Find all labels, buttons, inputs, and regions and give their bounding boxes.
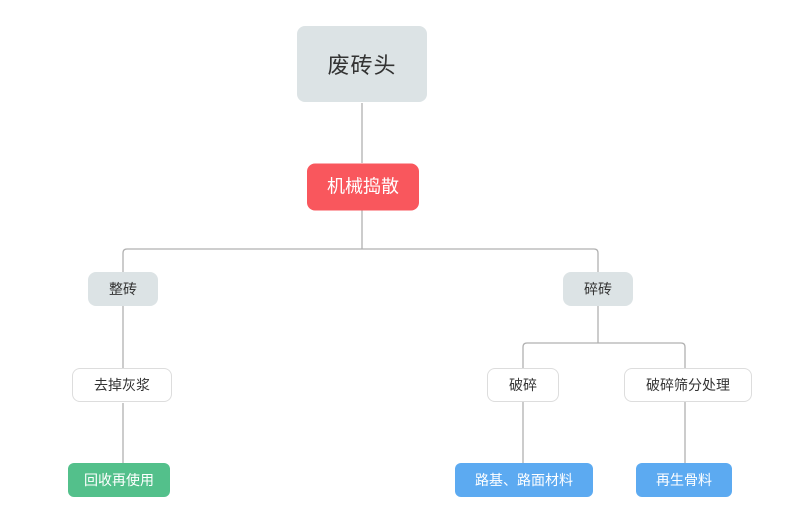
node-whole-brick[interactable]: 整砖 <box>88 272 158 306</box>
edge-mechanical-split <box>122 248 599 272</box>
node-recycled-aggregate[interactable]: 再生骨料 <box>636 463 732 497</box>
node-waste-brick[interactable]: 废砖头 <box>297 26 427 102</box>
edge-brokenbrick-split <box>522 342 686 368</box>
node-crush-screening[interactable]: 破碎筛分处理 <box>624 368 752 402</box>
node-mechanical-break[interactable]: 机械捣散 <box>307 163 419 211</box>
node-road-material[interactable]: 路基、路面材料 <box>455 463 593 497</box>
node-remove-mortar[interactable]: 去掉灰浆 <box>72 368 172 402</box>
node-broken-brick[interactable]: 碎砖 <box>563 272 633 306</box>
node-recycle-reuse[interactable]: 回收再使用 <box>68 463 170 497</box>
node-crushing[interactable]: 破碎 <box>487 368 559 402</box>
